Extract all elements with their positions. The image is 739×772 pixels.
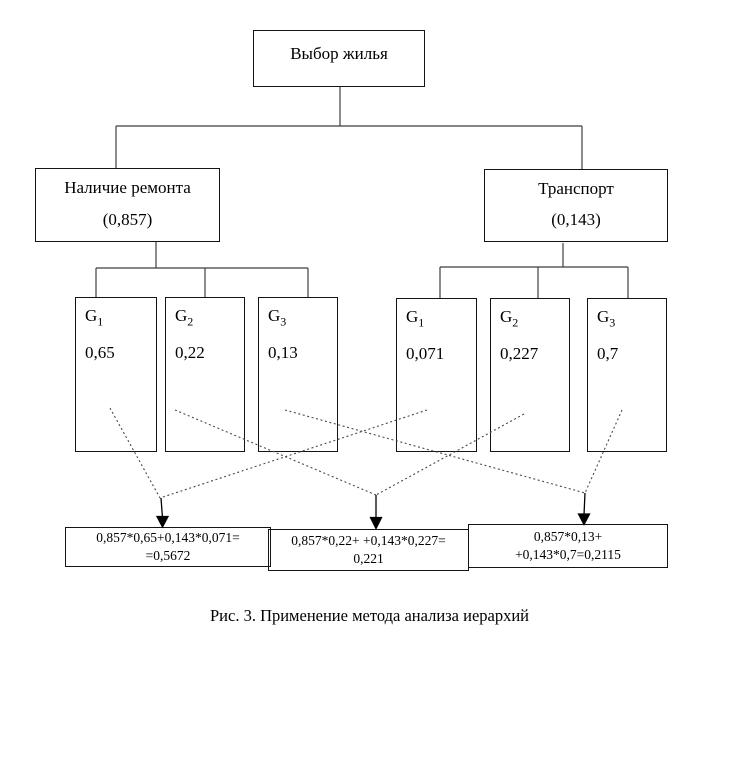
result-formula: 0,857*0,22+ +0,143*0,227= — [291, 533, 446, 549]
result-value: +0,143*0,7=0,2115 — [515, 547, 621, 562]
goal-label: Выбор жилья — [290, 44, 388, 63]
figure-caption: Рис. 3. Применение метода анализа иерарх… — [209, 606, 530, 625]
arrow-down-icon — [369, 516, 383, 530]
result-formula: 0,857*0,13+ — [533, 529, 603, 545]
criterion-label: Наличие ремонта — [64, 178, 191, 197]
result-formula: 0,857*0,65+0,143*0,071= — [96, 530, 240, 546]
alt-node-right-g2: G2 0,227 — [490, 298, 570, 452]
alt-weight: 0,227 — [500, 343, 539, 363]
arrow-down-icon — [577, 513, 591, 526]
alt-label: G1 — [85, 306, 104, 329]
result-node-3: 0,857*0,13+ +0,143*0,7=0,2115 — [468, 524, 668, 568]
alt-label: G2 — [175, 306, 194, 329]
alt-label: G3 — [268, 306, 287, 329]
alt-node-left-g3: G3 0,13 — [258, 297, 338, 452]
alt-weight: 0,65 — [85, 342, 115, 362]
alt-node-right-g3: G3 0,7 — [587, 298, 667, 452]
goal-node: Выбор жилья — [253, 30, 425, 87]
criterion-weight: (0,143) — [551, 210, 601, 229]
alt-label: G2 — [500, 307, 519, 330]
result-value: =0,5672 — [145, 548, 191, 563]
result-value: 0,221 — [353, 551, 384, 566]
alt-weight: 0,22 — [175, 342, 205, 362]
alt-node-left-g2: G2 0,22 — [165, 297, 245, 452]
alt-weight: 0,7 — [597, 343, 619, 363]
alt-label: G3 — [597, 307, 616, 330]
arrow-down-icon — [155, 515, 170, 529]
alt-weight: 0,13 — [268, 342, 298, 362]
alt-node-left-g1: G1 0,65 — [75, 297, 157, 452]
alt-node-right-g1: G1 0,071 — [396, 298, 477, 452]
criterion-weight: (0,857) — [102, 210, 153, 229]
alt-weight: 0,071 — [406, 343, 445, 363]
criterion-node-transport: Транспорт (0,143) — [484, 169, 668, 242]
criterion-node-repair: Наличие ремонта (0,857) — [35, 168, 220, 242]
result-node-2: 0,857*0,22+ +0,143*0,227= 0,221 — [268, 529, 469, 571]
alt-label: G1 — [406, 307, 425, 330]
criterion-label: Транспорт — [538, 179, 614, 198]
result-node-1: 0,857*0,65+0,143*0,071= =0,5672 — [65, 527, 271, 567]
